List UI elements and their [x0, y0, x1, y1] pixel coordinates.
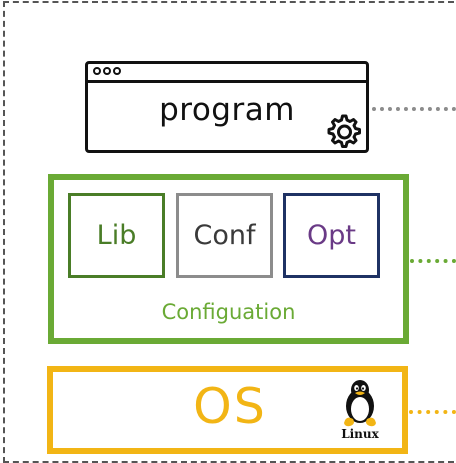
conf-label: Conf — [193, 220, 256, 251]
os-label: OS — [193, 378, 267, 435]
outer-dashed-border — [3, 1, 454, 463]
os-connector — [409, 410, 456, 414]
conf-box: Conf — [176, 193, 273, 278]
program-window: program — [85, 61, 369, 153]
program-label: program — [159, 92, 295, 128]
configuration-box — [48, 174, 409, 344]
window-dot-icon — [103, 67, 111, 75]
window-dot-icon — [113, 67, 121, 75]
program-connector — [372, 107, 456, 111]
os-box — [47, 366, 408, 454]
tux-penguin-icon — [344, 380, 376, 427]
configuration-connector — [410, 259, 456, 263]
opt-box: Opt — [283, 193, 380, 278]
lib-label: Lib — [96, 220, 137, 251]
linux-logo-text: Linux — [341, 427, 379, 441]
lib-box: Lib — [68, 193, 165, 278]
opt-label: Opt — [307, 220, 356, 251]
window-dot-icon — [93, 67, 101, 75]
window-titlebar — [88, 64, 366, 83]
gear-icon — [327, 114, 361, 148]
configuration-label: Configuation — [161, 300, 296, 324]
